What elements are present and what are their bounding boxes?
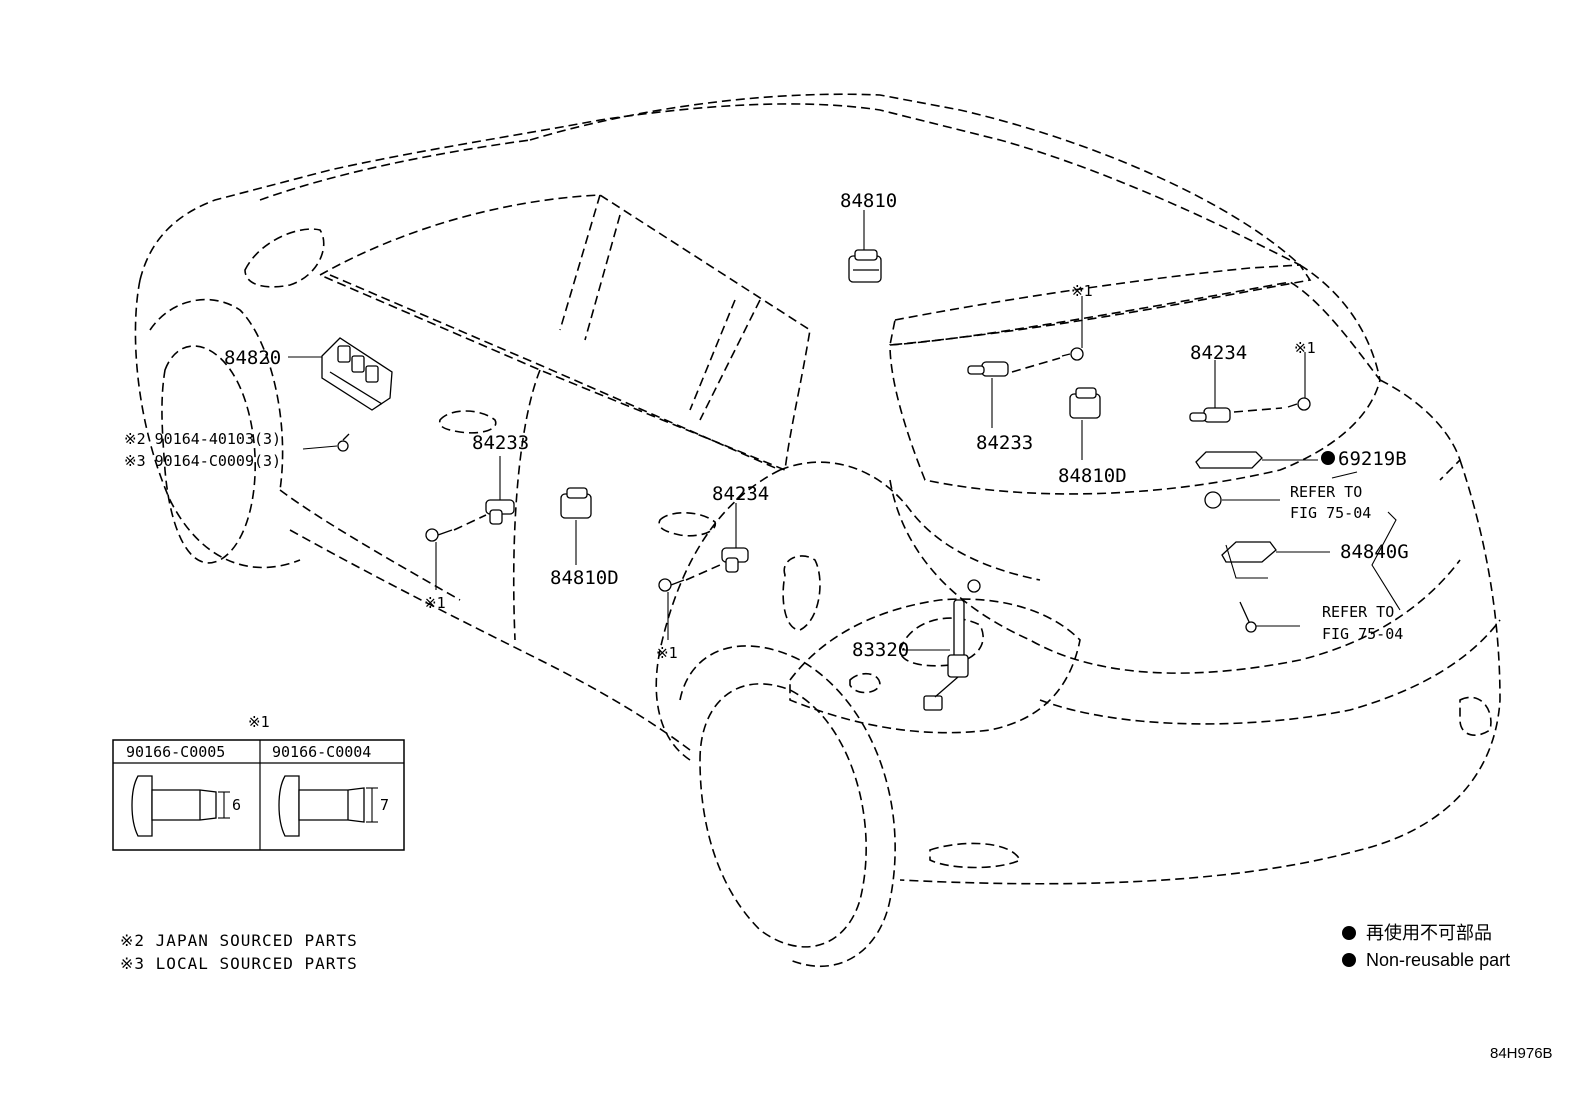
clip-c0005-drawing: 6 — [131, 775, 241, 837]
label-84810-top: 84810 — [840, 190, 897, 212]
clip-table-title: ※1 — [248, 713, 270, 731]
door-handle-left — [438, 410, 497, 434]
door-handle-mid — [658, 511, 716, 537]
sensor-84233-left — [485, 499, 515, 525]
leader-lines — [288, 210, 1401, 651]
legend: 再使用不可部品 Non-reusable part — [1342, 923, 1510, 970]
clip-right-a — [1061, 347, 1084, 361]
mark-clip-right-b: ※1 — [1294, 339, 1316, 357]
clip-left — [425, 528, 453, 542]
clip-mid — [658, 578, 685, 592]
sensor-84234-mid — [721, 547, 749, 573]
label-84233-left: 84233 — [472, 432, 529, 454]
screw-84820 — [337, 433, 350, 452]
switch-84810d-left — [560, 487, 592, 519]
mark-clip-right-a: ※1 — [1071, 282, 1093, 300]
clip-table: ※1 90166-C0005 90166-C0004 6 7 — [112, 713, 405, 851]
label-refer2-b: FIG 75-04 — [1322, 625, 1403, 643]
source-notes: ※2 JAPAN SOURCED PARTS ※3 LOCAL SOURCED … — [120, 931, 358, 973]
label-refer1-b: FIG 75-04 — [1290, 504, 1371, 522]
diagram-code: 84H976B — [1490, 1045, 1553, 1062]
label-refer2-a: REFER TO — [1322, 603, 1394, 621]
legend-jp: 再使用不可部品 — [1366, 923, 1492, 943]
label-84810d-right: 84810D — [1058, 465, 1127, 487]
legend-en: Non-reusable part — [1366, 950, 1510, 970]
part-labels: 84810 84820 ※2 90164-40103(3) ※3 90164-C… — [124, 190, 1409, 662]
nonreusable-dot — [1321, 451, 1335, 465]
clip-table-col2: 90166-C0004 — [272, 743, 371, 761]
sensor-84233-right — [967, 361, 1009, 377]
label-84840g: 84840G — [1340, 541, 1409, 563]
label-69219b: 69219B — [1338, 448, 1407, 470]
mark-clip-left: ※1 — [424, 594, 446, 612]
screw-bottom — [1239, 601, 1257, 633]
label-refer1-a: REFER TO — [1290, 483, 1362, 501]
clip-c0004-drawing: 7 — [278, 775, 389, 837]
label-84810d-left: 84810D — [550, 567, 619, 589]
mark-clip-mid: ※1 — [656, 644, 678, 662]
sensor-84234-right — [1189, 407, 1231, 423]
switch-84810d-right — [1069, 387, 1101, 419]
clip-dim-7: 7 — [380, 796, 389, 814]
legend-dot-en — [1342, 953, 1356, 967]
switch-84820 — [321, 337, 393, 411]
grommet — [1204, 491, 1222, 509]
part-69219b — [1195, 451, 1263, 469]
label-83320: 83320 — [852, 639, 909, 661]
label-84234-right: 84234 — [1190, 342, 1247, 364]
note-local-sourced: ※3 LOCAL SOURCED PARTS — [120, 954, 358, 973]
clip-table-col1: 90166-C0005 — [126, 743, 225, 761]
legend-dot-jp — [1342, 926, 1356, 940]
clip-dim-6: 6 — [232, 796, 241, 814]
car-body-outline — [134, 93, 1501, 968]
parts-drawings — [321, 249, 1311, 711]
label-note3-part: ※3 90164-C0009(3) — [124, 452, 281, 470]
label-84820: 84820 — [224, 347, 281, 369]
switch-84810-top — [848, 249, 882, 283]
clip-right-b — [1287, 397, 1311, 411]
label-84233-right: 84233 — [976, 432, 1033, 454]
note-japan-sourced: ※2 JAPAN SOURCED PARTS — [120, 931, 358, 950]
switch-84840g — [1221, 541, 1277, 563]
label-note2-part: ※2 90164-40103(3) — [124, 430, 281, 448]
label-84234-mid: 84234 — [712, 483, 769, 505]
shock-83320 — [923, 579, 981, 711]
